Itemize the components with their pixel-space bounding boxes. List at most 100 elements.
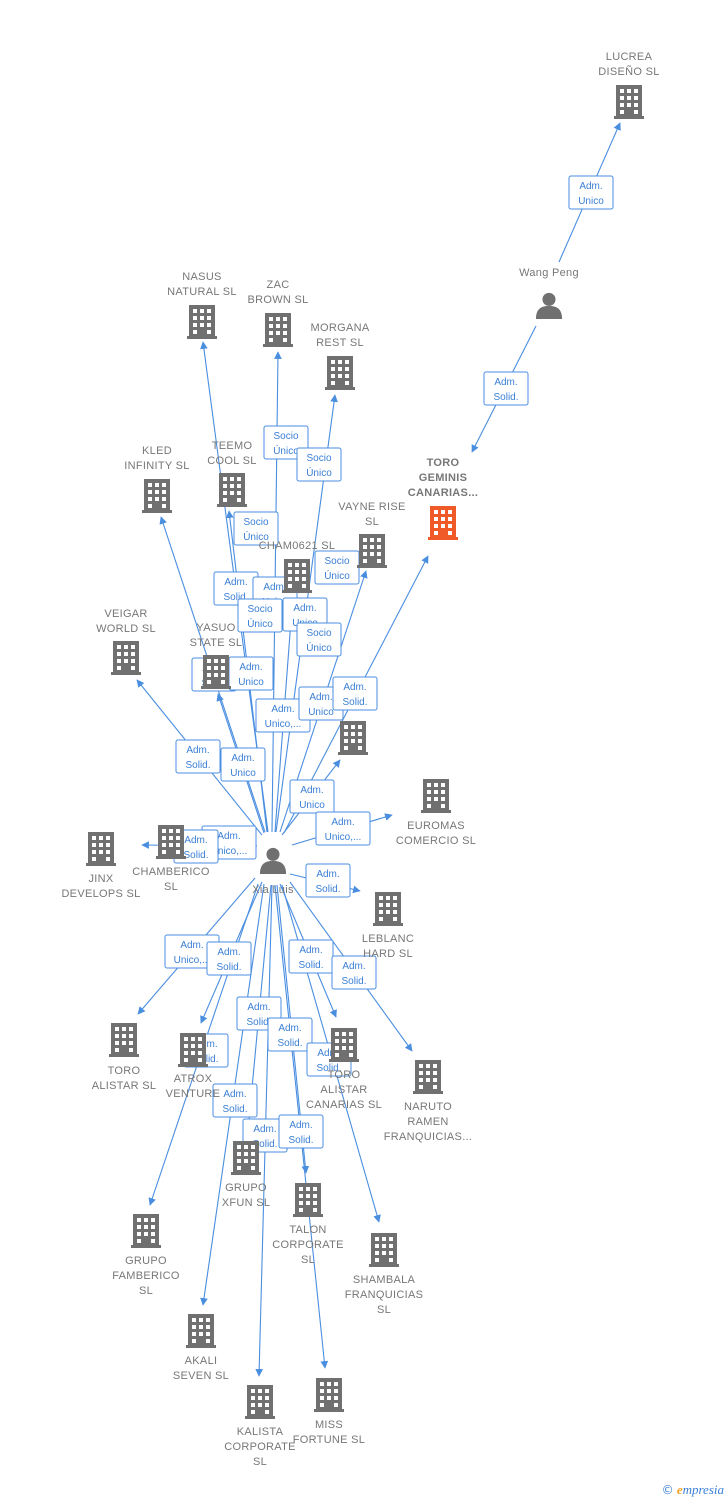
edge-label: Adm.Unico (289, 779, 335, 814)
edge-label-text: Adm. (278, 1023, 301, 1034)
edge-label-text: Solid. (216, 962, 241, 973)
edge-label-box (296, 447, 342, 482)
company-label: SEVEN SL (173, 1370, 229, 1382)
company-label: TORO (427, 457, 460, 469)
company-label: DISEÑO SL (598, 65, 659, 78)
company-label: VEIGAR (104, 608, 147, 620)
company-label: MORGANA (311, 322, 370, 334)
edge-label-text: Único (247, 617, 273, 630)
company-node-toro_geminis[interactable]: TORO GEMINIS CANARIAS... (408, 457, 479, 540)
edge-label-box (332, 676, 378, 711)
company-label: CHAM0621 SL (259, 540, 336, 552)
edge-label-text: Socio (243, 517, 268, 528)
edge-label-text: Adm. (231, 753, 254, 764)
company-label: MISS (315, 1419, 343, 1431)
edge-label-text: Unico (299, 800, 325, 811)
company-label: CHAMBERICO (132, 866, 210, 878)
company-label: GEMINIS (419, 472, 468, 484)
company-label: AKALI (185, 1355, 218, 1367)
person-icon (535, 292, 563, 319)
company-label: NARUTO (404, 1101, 452, 1113)
edge-label-text: Unico,... (325, 832, 362, 843)
company-node-hidden1[interactable] (338, 721, 368, 755)
company-label: SHAMBALA (353, 1274, 416, 1286)
person-node-xia[interactable]: Xia Luis (252, 847, 294, 896)
edge-label-text: Adm. (289, 1120, 312, 1131)
edge-label-text: Solid. (315, 884, 340, 895)
edge-label: Adm.Solid. (331, 955, 377, 990)
person-label: Wang Peng (519, 267, 579, 279)
edge-label-box (305, 863, 351, 898)
edge-label-box (315, 811, 371, 846)
edge-label: Adm.Solid. (206, 941, 252, 976)
building-icon (357, 534, 387, 568)
building-icon (201, 655, 231, 689)
edge-label-text: Adm. (579, 181, 602, 192)
company-node-lucrea[interactable]: LUCREA DISEÑO SL (598, 51, 659, 119)
edge-label-text: Adm. (217, 831, 240, 842)
company-node-cham[interactable]: CHAM0621 SL (259, 540, 336, 593)
edge-label-text: Solid. (223, 592, 248, 603)
company-label: VAYNE RISE (338, 501, 405, 513)
edge-label-text: Adm. (343, 682, 366, 693)
edge-label-text: Solid. (252, 1139, 277, 1150)
edge-label-text: Adm. (223, 1089, 246, 1100)
company-node-akali[interactable]: AKALI SEVEN SL (173, 1314, 229, 1382)
building-icon (282, 559, 312, 593)
building-icon (178, 1033, 208, 1067)
company-label: CANARIAS... (408, 487, 479, 499)
building-icon (142, 479, 172, 513)
edge-label-box (220, 747, 266, 782)
edge-label-text: Solid. (185, 760, 210, 771)
edge-label-text: Socio (273, 431, 298, 442)
person-icon (259, 847, 287, 874)
edge-label-text: Unico (230, 768, 256, 779)
person-node-wang[interactable]: Wang Peng (519, 267, 579, 319)
building-icon (111, 641, 141, 675)
brand-logo-text: mpresia (682, 1482, 724, 1497)
edge-label-text: Solid. (493, 392, 518, 403)
edge-label: Adm.Solid. (483, 371, 529, 406)
company-node-naruto[interactable]: NARUTORAMENFRANQUICIAS... (384, 1060, 473, 1143)
edge-label: Adm.Solid. (267, 1017, 313, 1052)
edge-label-box (233, 511, 279, 546)
company-label: FAMBERICO (112, 1270, 180, 1282)
company-label: ALISTAR SL (92, 1080, 157, 1092)
edge-label-text: Solid. (342, 697, 367, 708)
edge-label-box (278, 1114, 324, 1149)
company-label: LUCREA (606, 51, 653, 63)
building-icon (131, 1214, 161, 1248)
edge-label-text: Solid. (341, 976, 366, 987)
edge-label-box (483, 371, 529, 406)
company-label: NASUS (182, 271, 221, 283)
company-label: SL (301, 1254, 315, 1266)
edge-label-text: Adm. (247, 1002, 270, 1013)
edge-label: Adm.Unico,... (315, 811, 371, 846)
edge-label: Adm. Solid. (332, 676, 378, 711)
edge-label-text: Unico (578, 196, 604, 207)
